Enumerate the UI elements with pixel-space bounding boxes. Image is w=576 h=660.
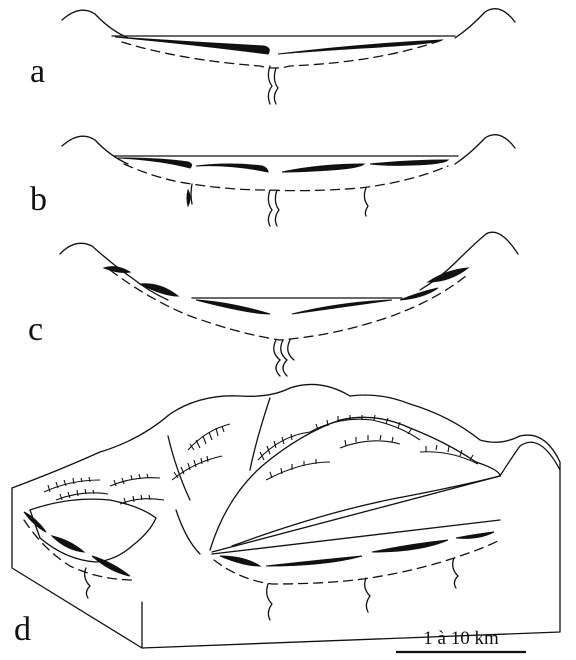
panel-letter-a: a — [30, 53, 45, 90]
panel-c-cross-section — [60, 232, 518, 376]
scale-bar-label: 1 à 10 km — [423, 628, 499, 649]
scale-bar: 1 à 10 km — [396, 628, 526, 652]
panel-b-cross-section — [62, 135, 515, 226]
panel-d-block-diagram — [12, 384, 560, 648]
panel-letter-c: c — [28, 311, 43, 348]
panel-letter-b: b — [30, 181, 47, 218]
panel-letter-d: d — [14, 611, 31, 648]
panel-a-cross-section — [62, 9, 515, 104]
